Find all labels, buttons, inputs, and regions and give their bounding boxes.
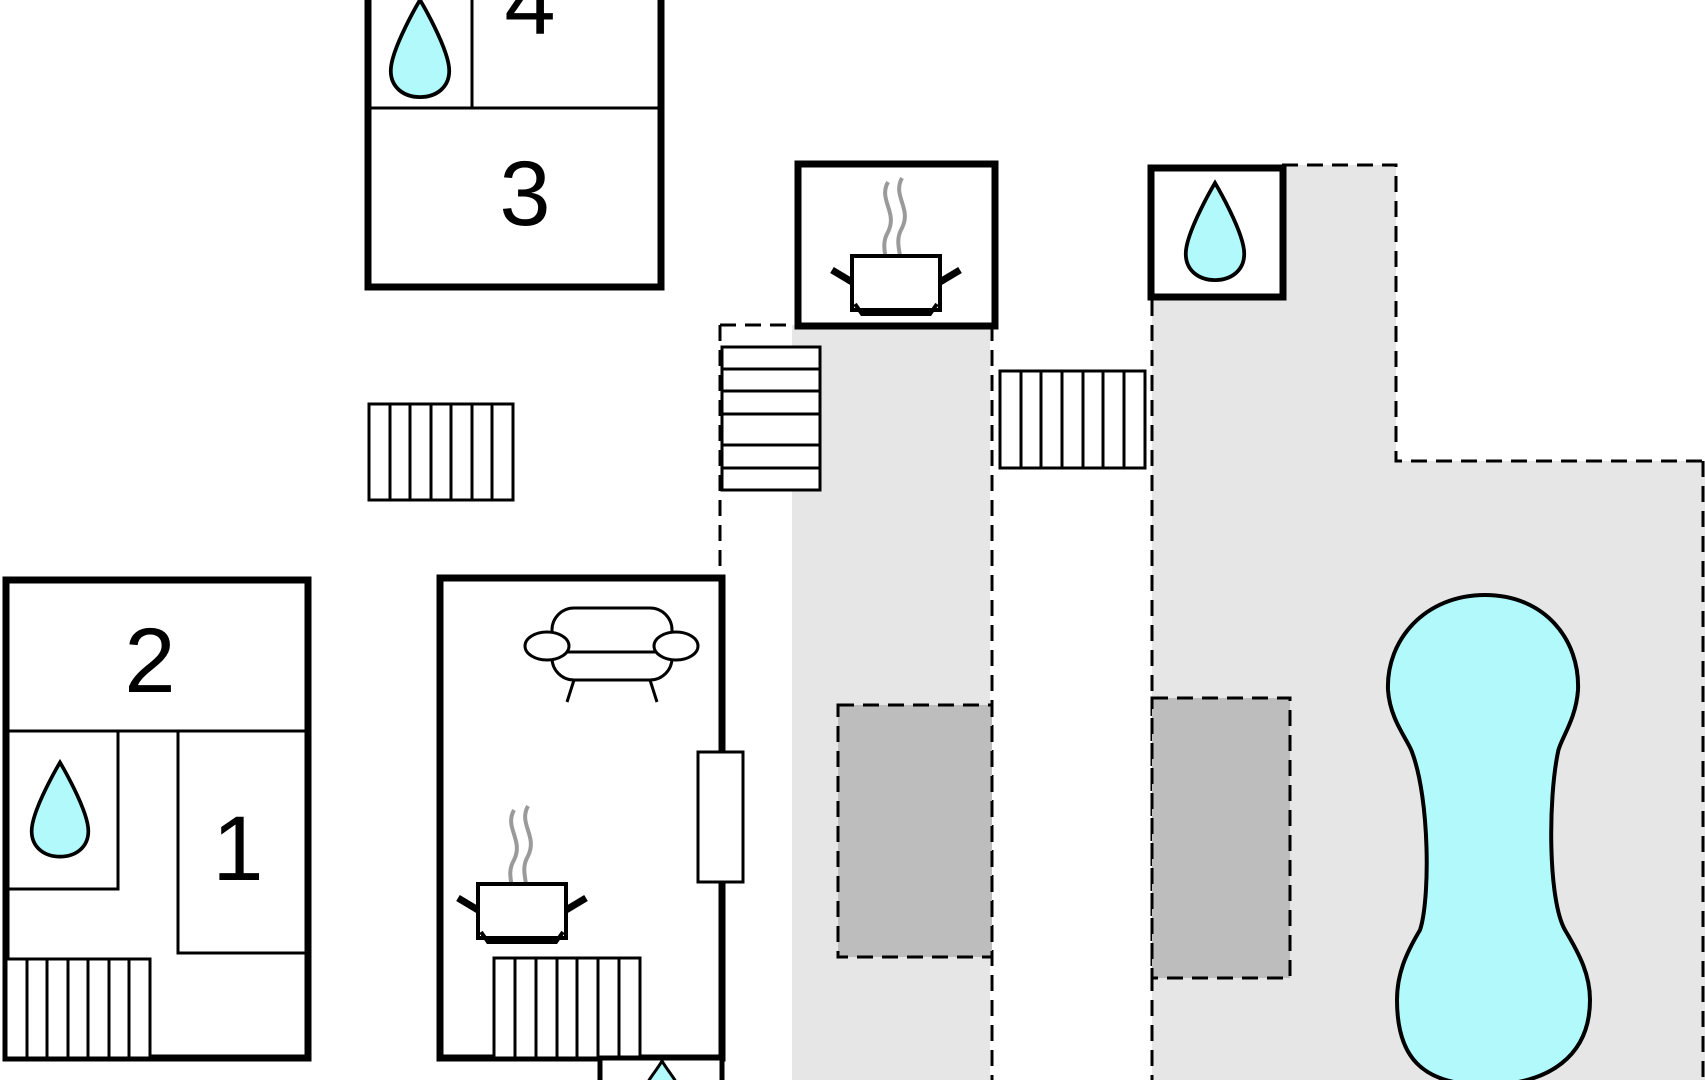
building-bottom-left: 2 1 [2, 576, 312, 1062]
swimming-pool [1385, 592, 1593, 1080]
water-drop-icon [647, 1057, 677, 1080]
building-bottom-middle [436, 574, 745, 1080]
sofa-icon [523, 606, 700, 703]
room-label-4: 4 [504, 0, 555, 54]
room-label-3: 3 [499, 143, 550, 245]
stairs-icon [492, 956, 642, 1060]
parking-area-left [836, 703, 994, 959]
stairs-icon [367, 402, 515, 502]
parking-area-right [1150, 696, 1292, 980]
stairs-icon [4, 957, 152, 1060]
stairs-icon [998, 369, 1147, 470]
room-label-2: 2 [124, 610, 175, 712]
building-top: 4 3 [364, 0, 665, 291]
stairs-icon [720, 345, 822, 492]
room-label-1: 1 [212, 798, 263, 900]
outdoor-kitchen [794, 160, 999, 330]
door-element [696, 750, 745, 884]
outdoor-shower [1147, 164, 1287, 301]
